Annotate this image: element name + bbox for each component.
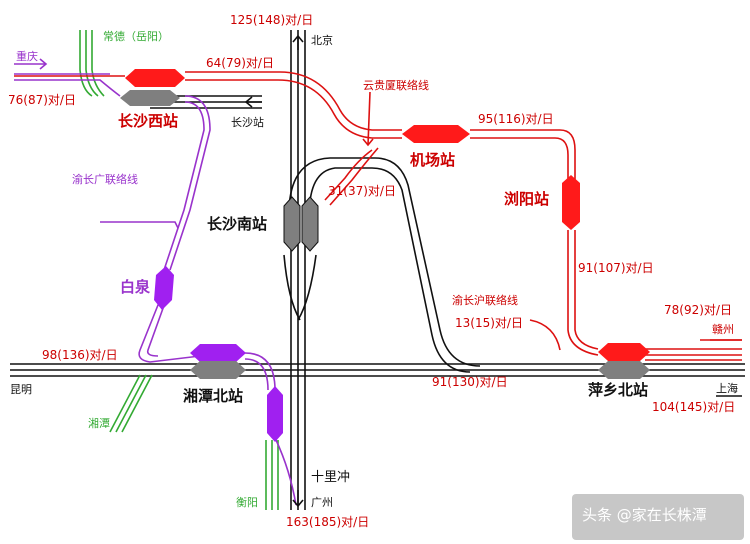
guangzhou-label: 广州 [311,496,333,509]
changsha-west-label: 长沙西站 [118,112,179,130]
beijing-label: 北京 [311,34,333,47]
flow-pingxiang-west: 91(130)对/日 [432,375,508,389]
flow-west-to-changsha: 64(79)对/日 [206,56,274,70]
xiangtan-north-label: 湘潭北站 [183,387,244,405]
flow-south-station: 31(37)对/日 [328,184,396,198]
pingxiang-north-label: 萍乡北站 [588,381,649,399]
airport-label: 机场站 [410,151,456,169]
yunguixia-label: 云贵厦联络线 [363,79,429,92]
flow-link-yuchanghu: 13(15)对/日 [455,316,523,330]
shilichong-label: 十里冲 [311,470,351,485]
yuchangguang-label: 渝长广联络线 [72,173,138,186]
flow-north: 125(148)对/日 [230,13,314,27]
changde-label: 常德（岳阳） [103,30,169,43]
existing-lines [10,30,745,510]
changsha-west-nodes [120,69,185,106]
changsha-south-nodes [283,196,319,252]
baiquan-node [154,266,174,310]
flow-chongqing: 76(87)对/日 [8,93,76,107]
hengyang-label: 衡阳 [236,496,258,509]
liuyang-label: 浏阳站 [504,190,550,208]
changsha-station-label: 长沙站 [231,116,264,129]
link-lines [14,73,297,506]
shilichong-node [267,386,283,442]
ganzhou-label: 赣州 [712,323,734,336]
airport-node [402,125,470,143]
flow-shanghai: 104(145)对/日 [652,400,736,414]
pingxiang-north-nodes [598,343,650,379]
xiangtan-label: 湘潭 [88,417,110,430]
regional-lines [79,30,279,510]
kunming-label: 昆明 [10,383,32,396]
baiquan-label: 白泉 [120,278,151,296]
direction-arrows [14,34,742,508]
watermark-box [572,494,744,540]
flow-airport-east: 95(116)对/日 [478,112,554,126]
flow-kunming: 98(136)对/日 [42,348,118,362]
chongqing-label: 重庆 [16,50,38,63]
flow-guangzhou: 163(185)对/日 [286,515,370,529]
flow-ganzhou: 78(92)对/日 [664,303,732,317]
flow-liuyang-south: 91(107)对/日 [578,261,654,275]
xiangtan-north-nodes [190,344,246,379]
watermark-text: 头条 @家在长株潭 [582,506,707,524]
yuchanghu-label: 渝长沪联络线 [452,294,518,307]
changsha-south-label: 长沙南站 [207,215,268,233]
shanghai-label: 上海 [716,382,738,395]
liuyang-node [562,175,580,230]
